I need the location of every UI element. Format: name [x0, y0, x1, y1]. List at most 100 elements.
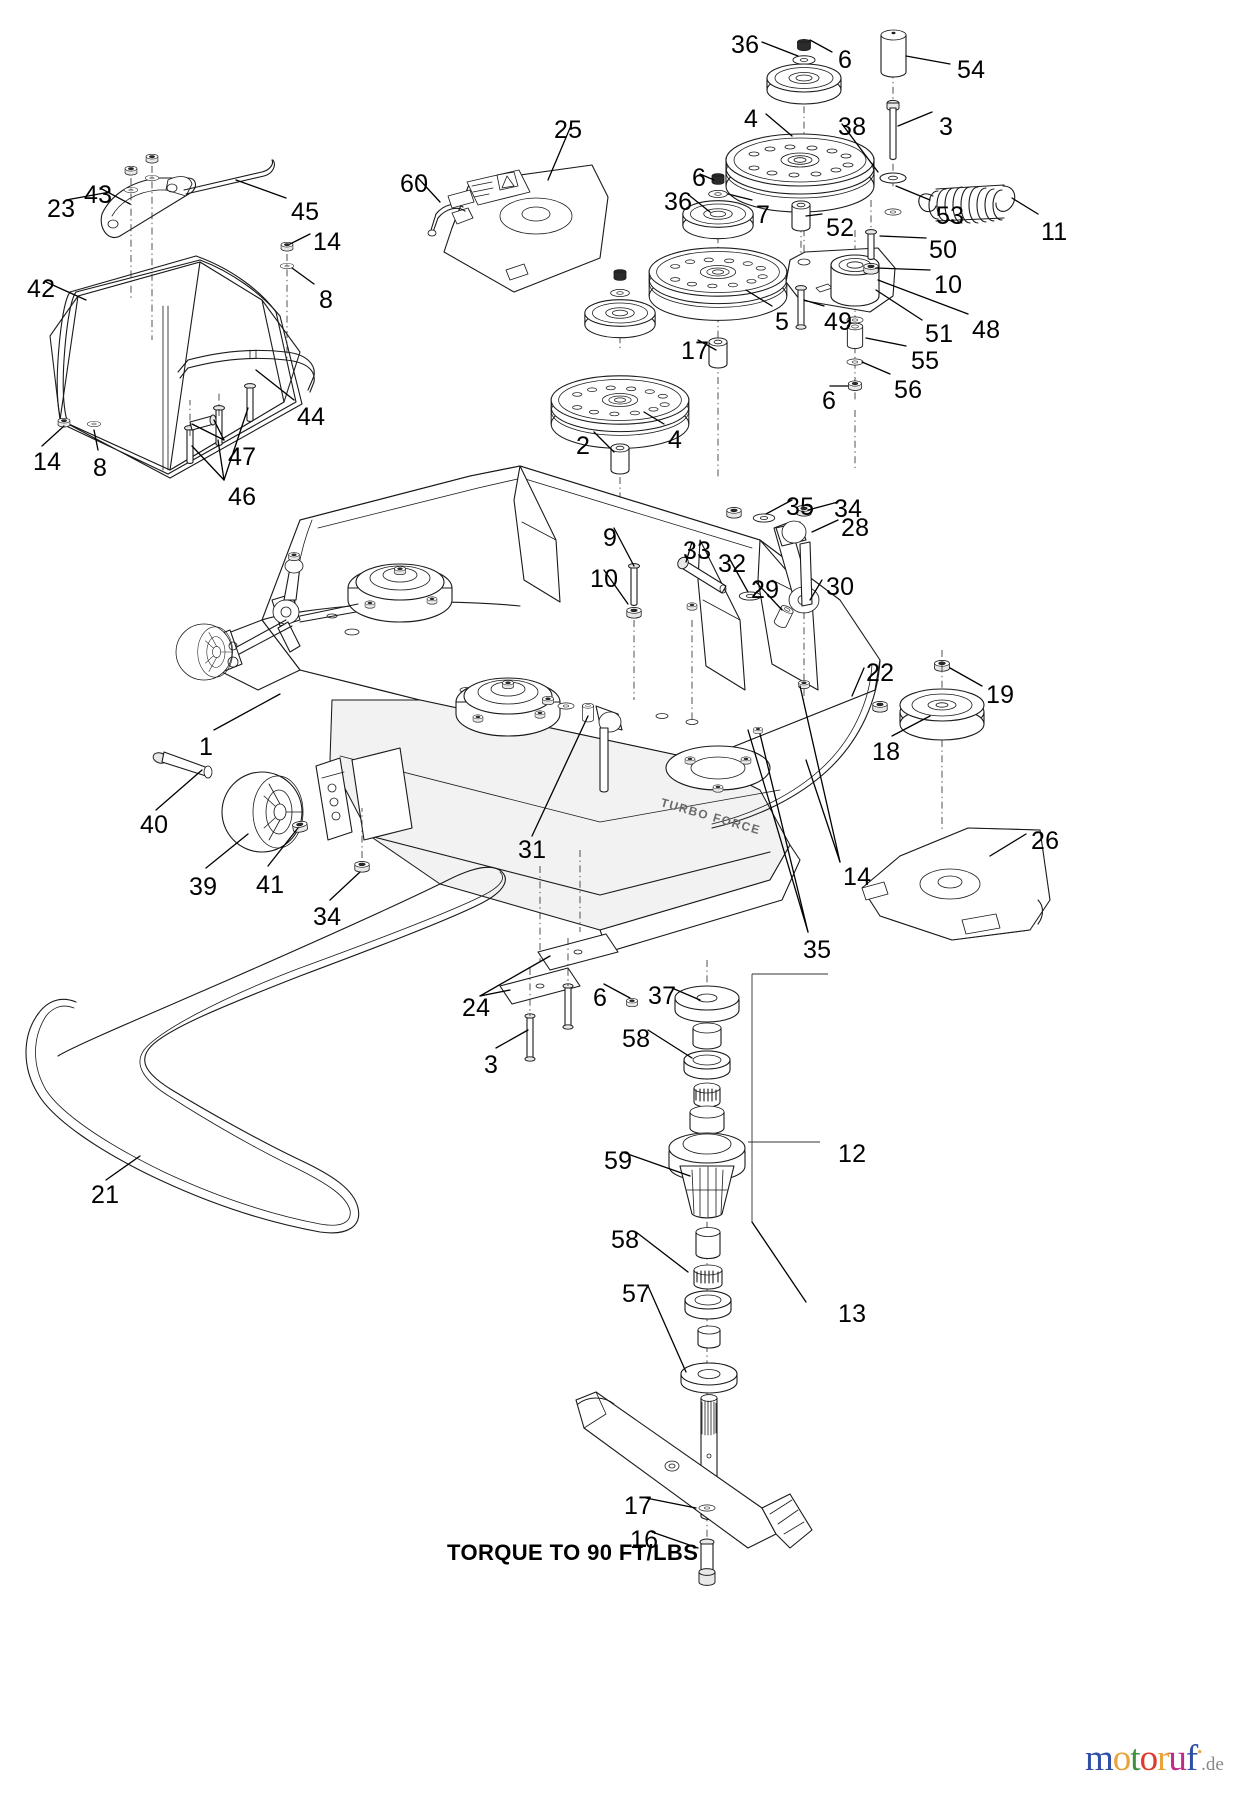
callout-53: 53: [936, 202, 965, 230]
callout-54: 54: [957, 56, 986, 84]
part-15-blade: [575, 1391, 813, 1549]
callout-48: 48: [972, 316, 1001, 344]
part-10-locknut: [863, 263, 879, 275]
callout-19: 19: [986, 681, 1015, 709]
callout-42: 42: [27, 275, 56, 303]
part-35-nut-upper: [726, 507, 742, 519]
callout-58b: 58: [611, 1226, 640, 1254]
callout-46: 46: [228, 483, 257, 511]
callout-4b: 4: [668, 426, 683, 454]
watermark-logo: motoruf•.de: [1085, 1738, 1224, 1779]
callout-1: 1: [199, 733, 214, 761]
callout-36a: 36: [731, 31, 760, 59]
part-6-nut-spindle: [626, 998, 638, 1008]
callout-35b: 35: [803, 936, 832, 964]
spindle-spacer-stack: [689, 1082, 725, 1135]
part-50-bolt: [865, 229, 877, 260]
part-6-nut-bottom: [848, 380, 862, 391]
callout-60: 60: [400, 170, 429, 198]
callout-3b: 3: [484, 1051, 499, 1079]
part-21-belt: [25, 866, 506, 1234]
callout-52: 52: [826, 214, 855, 242]
catcher-fasteners: [57, 153, 295, 464]
part-24-shims: [499, 933, 619, 1005]
leader-lines: [41, 39, 1039, 1549]
deck-spindle-right: [665, 745, 771, 793]
part-37-pulley-washer: [674, 985, 740, 1023]
callout-10a: 10: [934, 271, 963, 299]
part-17-washer-blade: [698, 1504, 716, 1512]
callout-32: 32: [718, 550, 747, 578]
deck-spindle-mid: [455, 677, 561, 737]
callout-57: 57: [622, 1280, 651, 1308]
part-26-discharge-chute: [861, 827, 1051, 941]
callout-34a: 34: [834, 495, 863, 523]
part-53-washer: [884, 208, 902, 216]
callout-8a: 8: [319, 286, 334, 314]
callout-35a: 35: [786, 493, 815, 521]
callout-59: 59: [604, 1147, 633, 1175]
callout-5: 5: [775, 308, 790, 336]
callout-14c: 14: [843, 863, 872, 891]
callout-45: 45: [291, 198, 320, 226]
callout-21: 21: [91, 1181, 120, 1209]
part-35-spacer-left: [542, 696, 623, 793]
part-30-rod: [799, 541, 813, 607]
callout-47: 47: [228, 443, 257, 471]
part-6-screw-mid: [711, 173, 725, 185]
callout-49: 49: [824, 308, 853, 336]
callout-43: 43: [84, 181, 113, 209]
part-49-bolt: [795, 285, 807, 330]
callout-9: 9: [603, 524, 618, 552]
callout-30: 30: [826, 573, 855, 601]
callout-23: 23: [47, 195, 76, 223]
part-16-bolt-blade: [698, 1538, 716, 1586]
part-25-deflector: [443, 164, 609, 293]
callout-29: 29: [751, 576, 780, 604]
torque-note: TORQUE TO 90 FT/LBS: [447, 1540, 699, 1565]
grass-catcher-assembly: [49, 159, 315, 479]
callout-6a: 6: [838, 46, 853, 74]
callout-7: 7: [756, 201, 771, 229]
part-35-washer-upper: [752, 513, 776, 523]
callout-13: 13: [838, 1300, 867, 1328]
callout-44: 44: [297, 403, 326, 431]
linkage-hardware: [626, 505, 820, 720]
callout-18: 18: [872, 738, 901, 766]
callout-22: 22: [866, 659, 895, 687]
deck-spindle-left: [347, 563, 453, 623]
deck-lift-arms: [175, 552, 359, 681]
part-3-bolts-lower: [524, 938, 574, 1062]
callout-4a: 4: [744, 105, 759, 133]
callout-12: 12: [838, 1140, 867, 1168]
callout-50: 50: [929, 236, 958, 264]
part-3-bolt-top: [886, 99, 900, 160]
callout-31: 31: [518, 836, 547, 864]
callout-3a: 3: [939, 113, 954, 141]
part-57-blade-washer: [680, 1362, 738, 1394]
part-6-screw-lower: [613, 269, 627, 281]
part-58-bearing-lower: [684, 1227, 732, 1349]
part-58-bearing-upper: [683, 1022, 731, 1080]
callout-6c: 6: [822, 387, 837, 415]
part-6-screw-top: [797, 39, 811, 51]
callout-55: 55: [911, 347, 940, 375]
part-12-spindle-housing: [668, 1132, 746, 1219]
callout-34b: 34: [313, 903, 342, 931]
callout-37: 37: [648, 982, 677, 1010]
callout-40: 40: [140, 811, 169, 839]
callout-58a: 58: [622, 1025, 651, 1053]
callout-51: 51: [925, 320, 954, 348]
callout-14a: 14: [313, 228, 342, 256]
callout-26: 26: [1031, 827, 1060, 855]
callout-56: 56: [894, 376, 923, 404]
callout-16: 16: [630, 1526, 659, 1554]
callout-41: 41: [256, 871, 285, 899]
callout-6b: 6: [692, 164, 707, 192]
callout-39: 39: [189, 873, 218, 901]
callout-33: 33: [683, 537, 712, 565]
part-33-pin: [677, 556, 727, 594]
castor-assembly-front: [152, 747, 413, 873]
callout-11: 11: [1041, 218, 1068, 246]
